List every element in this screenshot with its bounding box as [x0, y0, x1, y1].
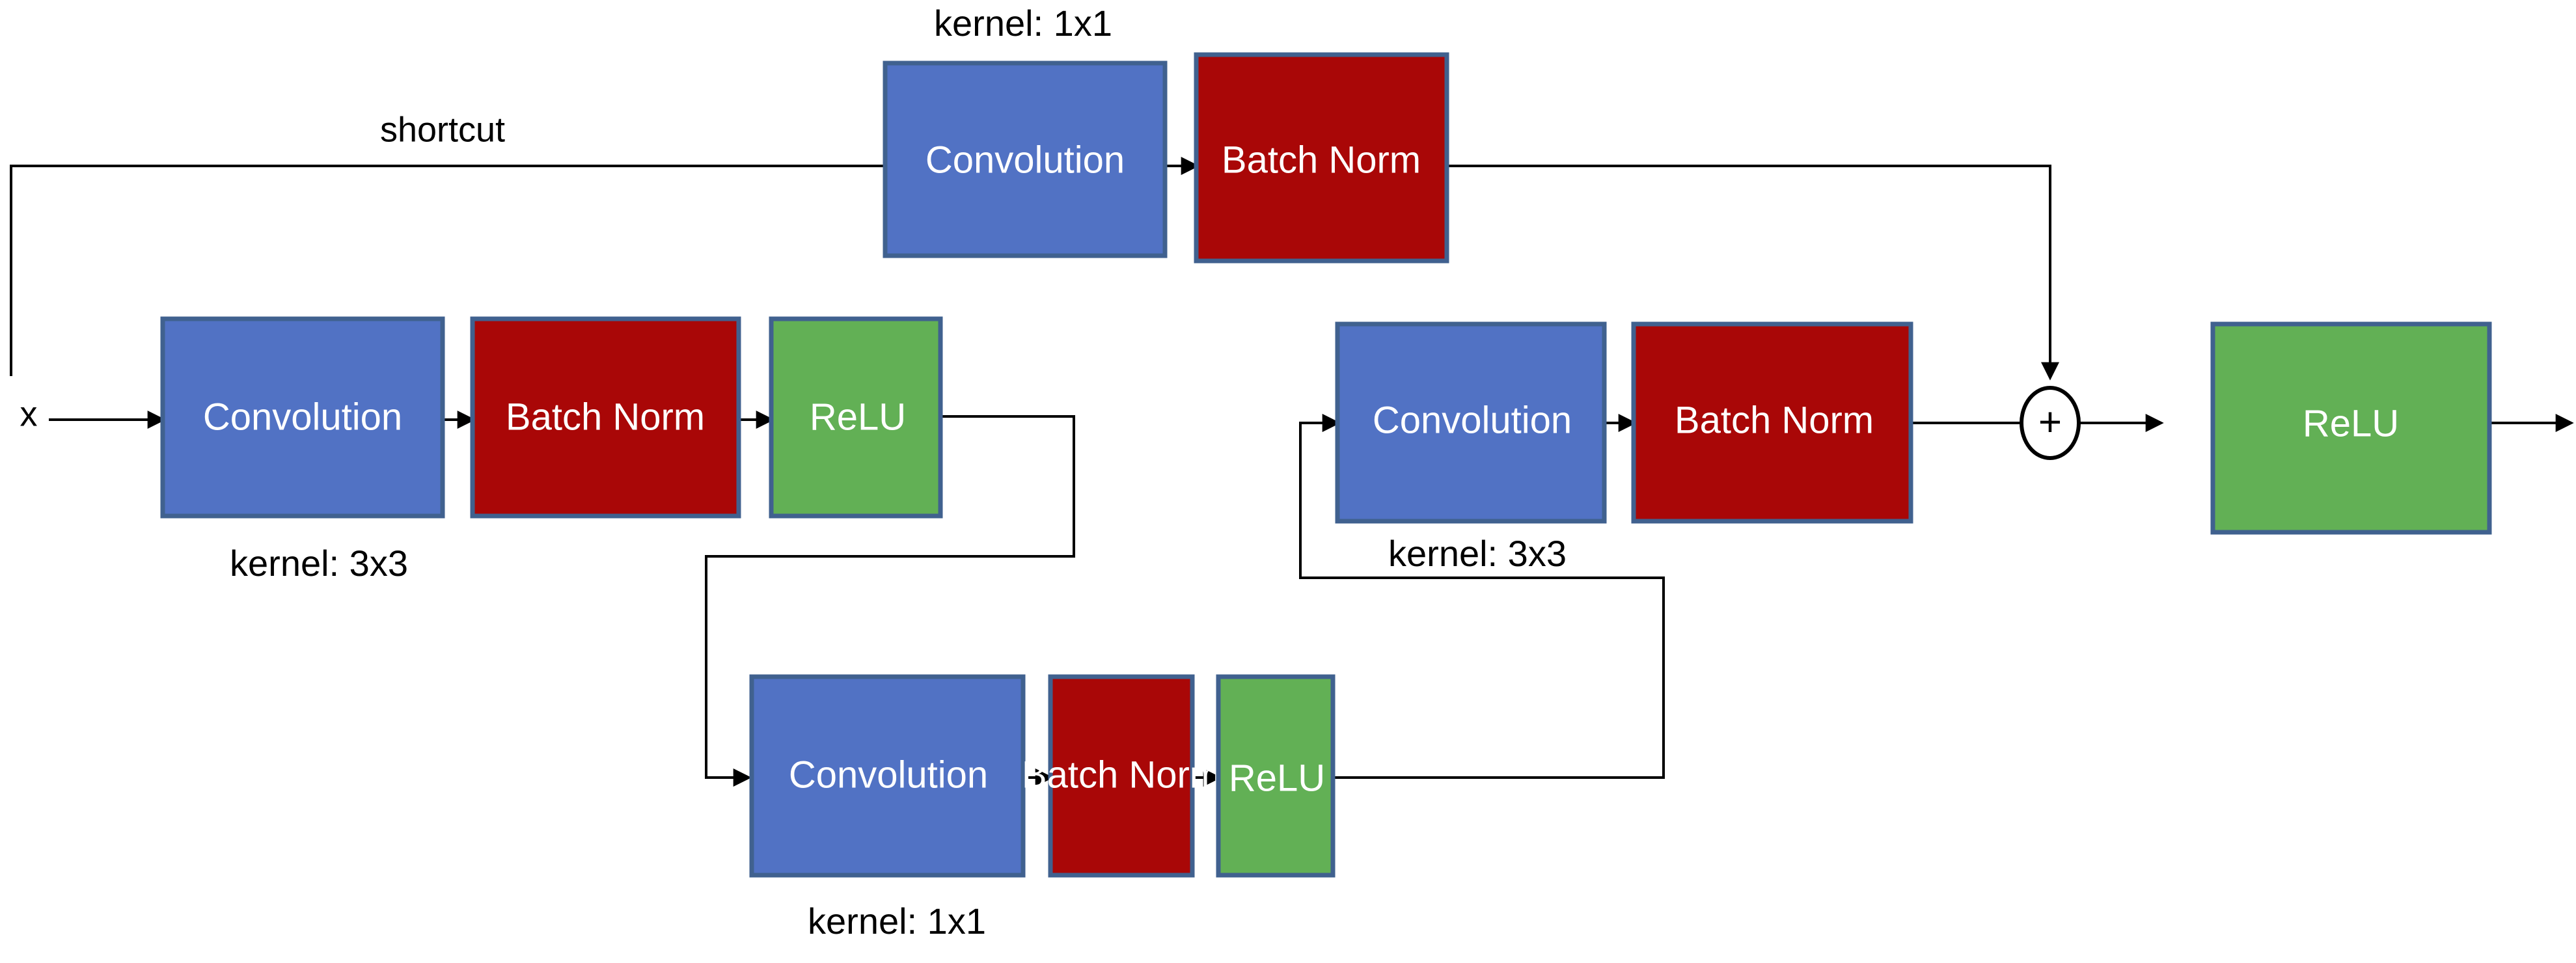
shortcut-convolution-box[interactable]	[883, 61, 1168, 258]
node-main-relu-1[interactable]: ReLU	[769, 316, 943, 519]
sum-node[interactable]: +	[2020, 386, 2081, 460]
node-main-convolution-3[interactable]: Convolution	[1335, 321, 1607, 524]
wire-shortcut-to-sum	[1447, 165, 2059, 381]
node-main-batchnorm-3[interactable]: Batch Norm	[1631, 321, 1913, 524]
node-main-batchnorm-1[interactable]: Batch Norm	[470, 316, 741, 519]
node-main-relu-2[interactable]: ReLU	[1216, 674, 1336, 878]
main-batchnorm-3-label: Batch Norm	[1675, 399, 1874, 441]
main-convolution-3-box[interactable]	[1335, 321, 1607, 524]
annotation-kernel-shortcut: kernel: 1x1	[934, 3, 1112, 44]
main-batchnorm-1-box[interactable]	[470, 316, 741, 519]
annotation-kernel-main-1: kernel: 3x3	[230, 543, 408, 584]
main-batchnorm-1-label: Batch Norm	[506, 396, 705, 438]
main-relu-2-box[interactable]	[1216, 674, 1336, 878]
main-convolution-2-box[interactable]	[749, 674, 1026, 878]
node-output-relu[interactable]: ReLU	[2210, 321, 2492, 535]
main-batchnorm-3-box[interactable]	[1631, 321, 1913, 524]
shortcut-convolution-label: Convolution	[925, 139, 1125, 181]
output-relu-label: ReLU	[2303, 402, 2399, 444]
shortcut-batchnorm-label: Batch Norm	[1222, 139, 1421, 181]
main-convolution-1-box[interactable]	[160, 316, 445, 519]
main-convolution-2-label: Convolution	[789, 753, 988, 796]
wire-relu2-to-conv3	[1299, 414, 1665, 779]
main-convolution-3-label: Convolution	[1373, 399, 1572, 441]
node-shortcut-batchnorm[interactable]: Batch Norm	[1194, 52, 1449, 264]
annotation-kernel-main-2: kernel: 1x1	[808, 901, 986, 942]
wire-relu1-to-conv2	[705, 415, 1075, 787]
output-relu-box[interactable]	[2210, 321, 2492, 535]
sum-node-circle[interactable]	[2020, 386, 2081, 460]
node-shortcut-convolution[interactable]: Convolution	[883, 61, 1168, 258]
main-relu-1-label: ReLU	[810, 396, 906, 438]
sum-node-symbol: +	[2038, 400, 2062, 444]
annotation-kernel-main-3: kernel: 3x3	[1388, 533, 1567, 574]
node-main-convolution-1[interactable]: Convolution	[160, 316, 445, 519]
node-main-convolution-2[interactable]: Convolution	[749, 674, 1026, 878]
node-main-batchnorm-2[interactable]: Batch Norm	[1022, 674, 1221, 878]
shortcut-batchnorm-box[interactable]	[1194, 52, 1449, 264]
shortcut-path-label: shortcut	[380, 110, 505, 149]
main-batchnorm-2-box[interactable]	[1048, 674, 1195, 878]
main-batchnorm-2-label: Batch Norm	[1022, 753, 1221, 796]
input-label: x	[20, 394, 38, 433]
main-relu-2-label: ReLU	[1229, 757, 1325, 799]
wire-shortcut-tap	[10, 165, 885, 376]
main-relu-1-box[interactable]	[769, 316, 943, 519]
main-convolution-1-label: Convolution	[203, 396, 402, 438]
